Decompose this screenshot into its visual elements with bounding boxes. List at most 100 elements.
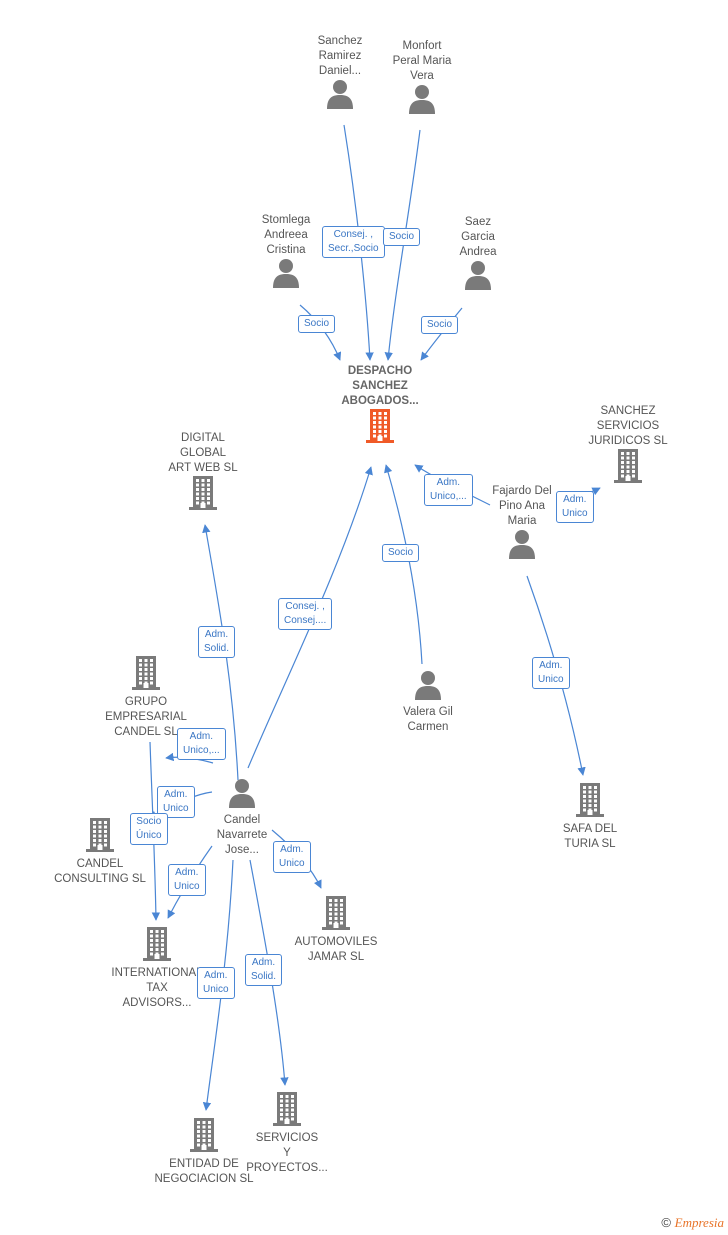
- company-label: NEGOCIACION SL: [154, 1173, 254, 1185]
- person-icon: [414, 671, 442, 703]
- person-label: Ramirez: [318, 50, 362, 62]
- edge-label[interactable]: Adm.Unico: [197, 967, 235, 999]
- edge-label[interactable]: Adm.Unico,...: [177, 728, 226, 760]
- building-icon: [321, 896, 351, 933]
- person-label: Jose...: [225, 844, 259, 856]
- relation-edge: [420, 307, 463, 361]
- person-node-valera-gil[interactable]: Valera Gil Carmen: [386, 670, 470, 735]
- company-label: GRUPO: [124, 696, 168, 708]
- person-label: Maria: [507, 515, 537, 527]
- person-label: Monfort: [402, 40, 442, 52]
- edge-label[interactable]: Adm.Unico: [532, 657, 570, 689]
- person-node-fajardo[interactable]: Fajardo Del Pino Ana Maria: [480, 484, 564, 564]
- edge-label[interactable]: Adm.Unico,...: [424, 474, 473, 506]
- building-icon: [575, 783, 605, 820]
- person-icon: [326, 80, 354, 112]
- person-label: Andreea: [264, 229, 308, 241]
- person-label: Candel: [223, 814, 261, 826]
- edge-label[interactable]: Adm.Unico: [168, 864, 206, 896]
- company-label: CANDEL SL: [114, 726, 178, 738]
- building-icon: [272, 1092, 302, 1129]
- company-label: PROYECTOS...: [246, 1162, 328, 1174]
- person-label: Navarrete: [216, 829, 268, 841]
- edge-label[interactable]: Socio: [382, 544, 420, 562]
- person-icon: [228, 779, 256, 811]
- company-label: SANCHEZ: [600, 405, 656, 417]
- footer-credit: © Empresia: [661, 1215, 724, 1231]
- person-label: Saez: [464, 216, 492, 228]
- copyright-icon: ©: [661, 1215, 672, 1230]
- company-node-automoviles-jamar[interactable]: AUTOMOVILES JAMAR SL: [286, 896, 386, 965]
- company-node-sanchez-servicios[interactable]: SANCHEZ SERVICIOS JURIDICOS SL: [578, 404, 678, 488]
- company-label: CONSULTING SL: [54, 873, 146, 885]
- company-label: Y: [283, 1147, 291, 1159]
- company-label: EMPRESARIAL: [105, 711, 187, 723]
- edge-label[interactable]: Adm.Solid.: [198, 626, 236, 658]
- company-node-entidad-negociacion[interactable]: ENTIDAD DE NEGOCIACION SL: [146, 1118, 262, 1187]
- person-label: Andrea: [459, 246, 497, 258]
- company-label: AUTOMOVILES: [294, 936, 378, 948]
- company-label: SERVICIOS: [255, 1132, 319, 1144]
- building-icon: [613, 449, 643, 486]
- edge-label[interactable]: Consej. ,Secr.,Socio: [322, 226, 385, 258]
- person-label: Cristina: [266, 244, 306, 256]
- relation-edge: [384, 129, 421, 361]
- company-label: TAX: [146, 982, 168, 994]
- person-node-saez-garcia[interactable]: Saez Garcia Andrea: [440, 215, 516, 295]
- building-icon: [142, 927, 172, 964]
- person-label: Daniel...: [318, 65, 362, 77]
- person-label: Pino Ana: [498, 500, 546, 512]
- relation-edge: [384, 464, 423, 665]
- company-label: TURIA SL: [564, 838, 616, 850]
- person-label: Garcia: [461, 231, 495, 243]
- person-node-monfort-peral[interactable]: Monfort Peral Maria Vera: [380, 39, 464, 119]
- person-icon: [464, 261, 492, 293]
- edge-label[interactable]: Consej. ,Consej....: [278, 598, 333, 630]
- main-company-node[interactable]: DESPACHO SANCHEZ ABOGADOS...: [318, 364, 442, 448]
- company-label: ART WEB SL: [168, 462, 238, 474]
- person-label: Carmen: [407, 721, 449, 733]
- building-icon: [188, 476, 218, 513]
- company-label: ENTIDAD DE: [169, 1158, 239, 1170]
- company-node-servicios-proyectos[interactable]: SERVICIOS Y PROYECTOS...: [240, 1092, 334, 1176]
- person-label: Peral Maria: [392, 55, 452, 67]
- building-icon: [365, 409, 395, 446]
- company-label: CANDEL: [76, 858, 124, 870]
- edge-label[interactable]: Adm.Solid.: [245, 954, 283, 986]
- company-label: SERVICIOS: [596, 420, 660, 432]
- edge-label[interactable]: Socio: [383, 228, 421, 246]
- person-node-stomlega[interactable]: Stomlega Andreea Cristina: [246, 213, 326, 293]
- company-label: JURIDICOS SL: [588, 435, 668, 447]
- person-label: Vera: [410, 70, 434, 82]
- company-label: JAMAR SL: [307, 951, 365, 963]
- person-node-sanchez-ramirez[interactable]: Sanchez Ramirez Daniel...: [300, 34, 380, 114]
- company-node-safa-del-turia[interactable]: SAFA DEL TURIA SL: [548, 783, 632, 852]
- company-node-international-tax[interactable]: INTERNATIONAL TAX ADVISORS...: [104, 927, 210, 1011]
- person-label: Sanchez: [317, 35, 363, 47]
- edge-label[interactable]: Adm.Unico: [556, 491, 594, 523]
- company-label: GLOBAL: [179, 447, 227, 459]
- edge-label[interactable]: Adm.Unico: [157, 786, 195, 818]
- person-label: Valera Gil: [403, 706, 453, 718]
- company-node-digital-global[interactable]: DIGITAL GLOBAL ART WEB SL: [158, 431, 248, 515]
- company-node-candel-consulting[interactable]: CANDEL CONSULTING SL: [46, 818, 154, 887]
- person-node-candel-navarrete[interactable]: Candel Navarrete Jose...: [200, 778, 284, 858]
- building-icon: [85, 818, 115, 855]
- company-label: ADVISORS...: [122, 997, 192, 1009]
- building-icon: [189, 1118, 219, 1155]
- company-label: DIGITAL: [181, 432, 225, 444]
- edge-label[interactable]: Adm.Unico: [273, 841, 311, 873]
- edge-label[interactable]: Socio: [421, 316, 459, 334]
- person-icon: [272, 259, 300, 291]
- company-label: INTERNATIONAL: [111, 967, 203, 979]
- company-node-grupo-empresarial[interactable]: GRUPO EMPRESARIAL CANDEL SL: [96, 656, 196, 740]
- edge-label[interactable]: Socio: [298, 315, 336, 333]
- person-label: Stomlega: [261, 214, 311, 226]
- person-icon: [408, 85, 436, 117]
- brand-logo: Empresia: [674, 1215, 724, 1230]
- building-icon: [131, 656, 161, 693]
- main-company-label-1: DESPACHO: [347, 365, 413, 377]
